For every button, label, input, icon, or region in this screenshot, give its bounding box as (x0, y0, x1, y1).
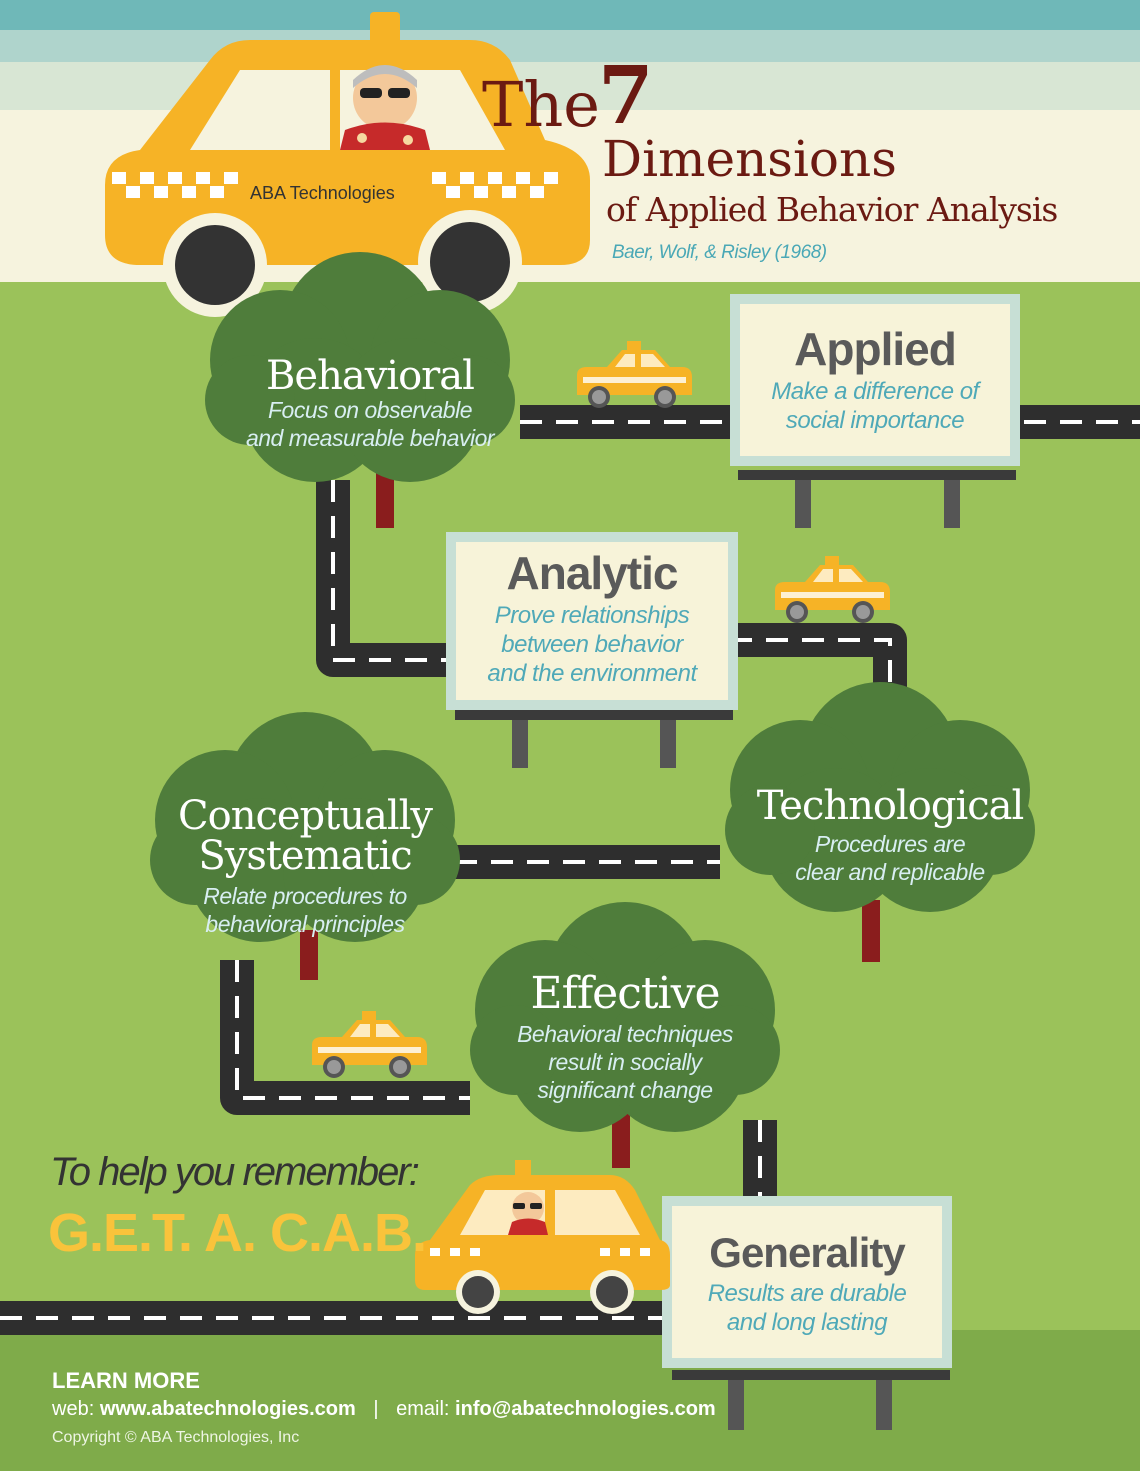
title-subtitle: of Applied Behavior Analysis (606, 190, 1058, 229)
dimension-conceptually-systematic: Conceptually Systematic Relate procedure… (150, 796, 460, 938)
title-main: Dimensions (602, 130, 897, 188)
mnemonic: G.E.T. A. C.A.B. (48, 1203, 427, 1263)
website-link[interactable]: www.abatechnologies.com (99, 1398, 356, 1420)
dimension-desc: and long lasting (726, 1308, 888, 1336)
dimension-name: Generality (709, 1229, 905, 1276)
brand-logo: ABA Technologies (250, 183, 395, 203)
billboard-analytic (446, 532, 738, 768)
dimension-desc: Behavioral techniques (517, 1021, 733, 1047)
tree-behavioral (205, 252, 515, 528)
dimension-desc: and the environment (487, 659, 697, 687)
dimension-name: Conceptually (178, 793, 433, 839)
dimension-name: Applied (794, 323, 957, 375)
dimension-name: Effective (530, 968, 720, 1019)
dimension-name: Behavioral (266, 353, 475, 399)
dimension-desc: Results are durable (707, 1280, 907, 1307)
email-link[interactable]: info@abatechnologies.com (455, 1398, 716, 1420)
web-label: web: (52, 1398, 95, 1420)
remember-heading: To help you remember: (50, 1150, 420, 1194)
dimension-behavioral: Behavioral Focus on observable and measu… (220, 356, 520, 452)
citation: Baer, Wolf, & Risley (1968) (612, 242, 827, 263)
learn-more-heading: LEARN MORE (52, 1368, 200, 1393)
dimension-desc: Focus on observable (267, 397, 473, 423)
tree-technological (725, 682, 1035, 962)
billboard-applied (730, 294, 1020, 528)
header-taxi (105, 12, 590, 317)
dimension-name: Analytic (506, 547, 679, 599)
contact-line: web: www.abatechnologies.com | email: in… (52, 1398, 716, 1421)
dimension-desc: Prove relationships (494, 602, 690, 629)
bottom-taxi (415, 1160, 670, 1314)
dimension-analytic: Analytic Prove relationships between beh… (456, 550, 728, 688)
dimension-desc: result in socially (548, 1049, 702, 1076)
dimension-desc: Relate procedures to (203, 883, 407, 909)
dimension-effective: Effective Behavioral techniques result i… (480, 972, 770, 1104)
dimension-desc: Procedures are (814, 831, 966, 857)
email-label: email: (396, 1398, 450, 1420)
dimension-desc: Make a difference of (771, 378, 979, 405)
copyright: Copyright © ABA Technologies, Inc (52, 1429, 300, 1446)
title-number: 7 (598, 48, 654, 142)
dimension-generality: Generality Results are durable and long … (672, 1232, 942, 1338)
dimension-desc: clear and replicable (795, 859, 985, 886)
tree-conceptual (150, 712, 460, 980)
dimension-desc: and measurable behavior (245, 425, 495, 452)
dimension-name: Technological (756, 783, 1025, 829)
tree-effective (470, 902, 780, 1168)
separator: | (373, 1398, 379, 1420)
billboard-generality (662, 1196, 952, 1430)
dimension-desc: significant change (537, 1077, 713, 1104)
dimension-desc: behavioral principles (205, 911, 405, 938)
dimension-desc: between behavior (501, 630, 683, 658)
dimension-desc: social importance (785, 406, 965, 434)
title-prefix: The (482, 68, 600, 141)
dimension-applied: Applied Make a difference of social impo… (740, 326, 1010, 436)
dimension-technological: Technological Procedures are clear and r… (740, 786, 1040, 886)
dimension-name: Systematic (198, 833, 412, 879)
